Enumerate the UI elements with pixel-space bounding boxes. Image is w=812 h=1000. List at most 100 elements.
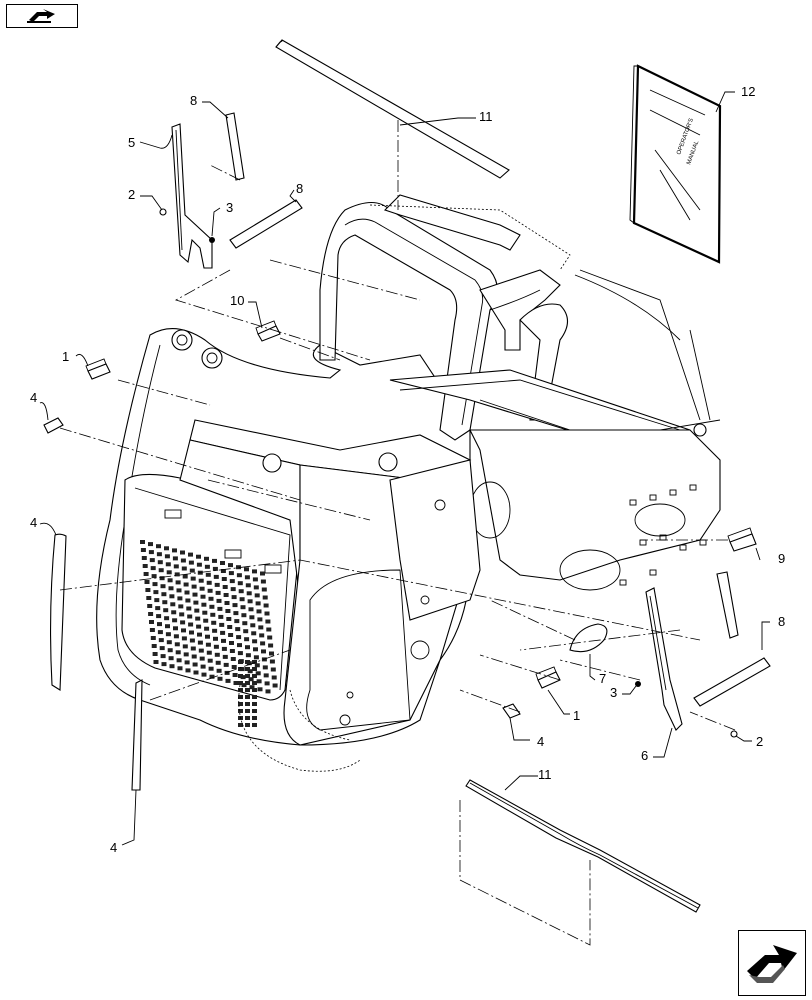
grille-cell	[248, 677, 254, 682]
grille-cell	[228, 571, 234, 576]
grille-cell	[208, 596, 214, 601]
part-1-block-left	[85, 358, 111, 380]
grille-cell	[156, 544, 161, 549]
grille-cell	[240, 675, 246, 680]
grille-cell	[189, 568, 195, 573]
grille-cell	[174, 572, 180, 577]
grille-cell	[208, 666, 214, 671]
grille-cell	[249, 685, 255, 690]
grille-cell	[196, 562, 202, 567]
grille-cell	[172, 618, 178, 623]
grille-cell	[197, 632, 202, 637]
grille-cell	[204, 556, 209, 561]
grille-cell	[145, 588, 151, 592]
grille-cell	[183, 582, 189, 587]
grille-cell	[212, 558, 217, 563]
grille-cell	[188, 622, 194, 627]
grille-cell	[229, 649, 235, 653]
grille-cell	[214, 582, 220, 587]
grille-cell	[210, 612, 216, 617]
grille-cell	[228, 633, 234, 637]
grille-cell	[239, 597, 245, 602]
callout-7: 7	[599, 671, 606, 686]
part-8-seal-vertical-top	[225, 112, 245, 181]
grille-cell	[257, 687, 263, 692]
grille-cell	[236, 573, 242, 578]
grille-cell	[172, 556, 178, 561]
grille-cell	[252, 667, 257, 671]
forward-button[interactable]	[738, 930, 806, 996]
grille-cell	[160, 654, 166, 659]
grille-cell	[256, 679, 262, 684]
grille-cell	[230, 657, 236, 661]
grille-cell	[233, 611, 239, 616]
grille-cell	[173, 564, 179, 569]
grille-cell	[215, 660, 221, 665]
callout-labels: 1 1 2 2 3 3 4 4 4 4 5 6 7 8 8 8 9 10 11 …	[30, 84, 785, 855]
grille-cell	[252, 577, 258, 582]
grille-cell	[254, 663, 260, 668]
back-button[interactable]	[6, 4, 78, 28]
grille-cell	[265, 689, 271, 694]
part-6-bracket	[645, 587, 683, 731]
grille-cell	[156, 552, 162, 557]
grille-cell	[191, 654, 197, 659]
grille-cell	[182, 574, 188, 579]
grille-cell	[245, 660, 250, 664]
grille-cell	[166, 570, 172, 575]
grille-cell	[167, 578, 173, 583]
grille-cell	[174, 642, 180, 647]
grille-cell	[171, 610, 177, 615]
grille-cell	[245, 653, 251, 658]
grille-cell	[209, 604, 215, 609]
grille-cell	[204, 564, 210, 569]
grille-cell	[189, 638, 195, 643]
grille-cell	[180, 550, 185, 555]
callout-12: 12	[741, 84, 755, 99]
callout-11-top: 11	[479, 109, 493, 124]
grille-cell	[206, 580, 212, 585]
grille-cell	[164, 554, 170, 559]
part-4-strip-left	[50, 533, 67, 691]
part-8-seal-diagonal-right	[693, 657, 771, 707]
grille-cell	[193, 600, 199, 605]
grille-cell	[185, 668, 191, 673]
grille-cell	[157, 630, 163, 635]
grille-cell	[187, 614, 193, 619]
assembly-lines	[59, 120, 736, 946]
grille-cell	[197, 640, 203, 645]
grille-cell	[227, 625, 233, 629]
grille-cell	[148, 550, 154, 555]
grille-cell	[201, 602, 207, 607]
grille-cell	[179, 612, 185, 617]
grille-cell	[180, 620, 186, 625]
grille-cell	[245, 723, 250, 727]
grille-cell	[246, 591, 252, 596]
grille-cell	[160, 584, 166, 589]
grille-cell	[247, 599, 253, 604]
grille-cell	[271, 675, 277, 680]
grille-cell	[184, 660, 190, 665]
grille-cell	[195, 616, 201, 621]
grille-cell	[213, 636, 218, 641]
grille-cell	[245, 681, 250, 685]
part-3-nut-right	[635, 681, 641, 687]
callout-1-center: 1	[573, 708, 580, 723]
grille-cell	[211, 620, 217, 625]
grille-cell	[222, 654, 228, 659]
operators-manual: OPERATOR'S MANUAL	[629, 64, 722, 264]
grille-cell	[212, 628, 218, 633]
grille-cell	[269, 659, 275, 664]
grille-cell	[245, 583, 251, 588]
grille-cell	[261, 649, 266, 654]
grille-cell	[223, 593, 229, 597]
grille-cell	[199, 586, 205, 591]
grille-cell	[260, 641, 266, 646]
grille-cell	[190, 646, 196, 651]
callout-2-top: 2	[128, 187, 135, 202]
part-2-screw-right	[730, 730, 738, 738]
grille-cell	[237, 643, 242, 648]
grille-cell	[154, 598, 160, 603]
grille-cell	[176, 658, 182, 663]
